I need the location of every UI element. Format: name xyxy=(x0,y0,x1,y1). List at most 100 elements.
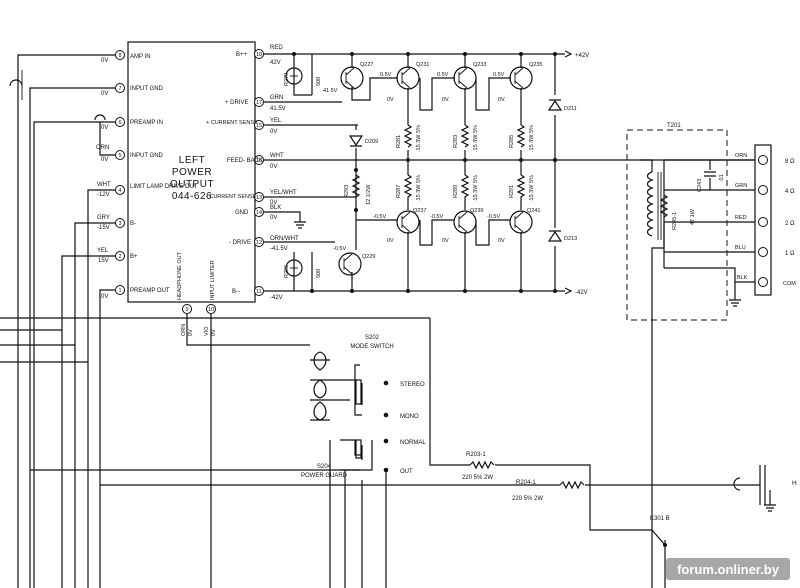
left-wiring xyxy=(0,54,540,588)
r205-1-ref: R205-1 xyxy=(672,212,678,230)
d209-ref: D209 xyxy=(365,139,378,145)
pin-16-number: 16 xyxy=(256,158,262,164)
s202-position-stereo: STEREO xyxy=(400,382,425,388)
resistor-r203-1 xyxy=(469,460,495,470)
relay-contact-icon xyxy=(651,529,666,588)
pin-14-number: 14 xyxy=(256,210,262,216)
r279-pot xyxy=(285,67,303,85)
pin-10-label: INPUT LIMITER xyxy=(210,260,216,300)
transistor-q231 xyxy=(396,66,420,90)
pin-14-volt: 0V xyxy=(270,215,277,221)
resistors xyxy=(285,67,526,277)
pin-10-wire-color: VIO xyxy=(204,326,210,336)
diode-d213-icon xyxy=(547,230,563,242)
node-volt-2: 0V xyxy=(442,97,449,103)
r204-1-ref: R204-1 xyxy=(516,480,536,486)
q239-volt: -0.5V xyxy=(430,214,443,220)
pin-12-wire-color: ORN/WHT xyxy=(270,236,299,242)
pin-9-number: 9 xyxy=(185,307,188,313)
r293-ref: R293 xyxy=(344,185,350,198)
headphone-jack-icon xyxy=(733,477,741,491)
pin-13-number: 13 xyxy=(256,195,262,201)
pos-rail-arrow-icon xyxy=(564,50,573,58)
pin-10-volt: 0V xyxy=(211,329,217,336)
pin-18-volt: 42V xyxy=(270,60,281,66)
resistor-r289 xyxy=(460,174,470,200)
r293-value: 12 1/2W xyxy=(366,184,372,205)
r285-ref: R285 xyxy=(509,135,515,148)
resistor-r283 xyxy=(460,124,470,148)
r279-ref: R279 xyxy=(284,73,290,86)
resistor-r285 xyxy=(516,124,526,148)
pin-10-number: 10 xyxy=(208,307,214,313)
q227-ref: Q227 xyxy=(360,62,373,68)
r281-ref: R281 xyxy=(396,135,402,148)
tap-wire-orn: ORN xyxy=(735,153,747,159)
pin-12-label: - DRIVE xyxy=(229,240,251,246)
watermark-badge xyxy=(666,558,790,580)
pin-16-wire-color: WHT xyxy=(270,153,284,159)
pin-3-label: B- xyxy=(130,221,136,227)
r289-ref: R289 xyxy=(453,185,459,198)
pin-17-wire-color: GRN xyxy=(270,95,283,101)
pin-13-wire-color: YEL/WHT xyxy=(270,190,297,196)
tap-ohms-4: 4 Ω xyxy=(785,189,795,195)
pin-12-volt: -41.5V xyxy=(270,246,288,252)
transformer-windings xyxy=(640,144,772,588)
pin-9-volt: 0V xyxy=(188,329,194,336)
pin-11-volt: -42V xyxy=(270,295,283,301)
resistor-r293 xyxy=(351,174,361,198)
diode-d211-icon xyxy=(547,99,563,111)
module-title-line-2: POWER xyxy=(172,167,212,178)
transformer-enclosure xyxy=(626,129,728,321)
pin-17-label: + DRIVE xyxy=(225,100,249,106)
cap-c243-ref: C243 xyxy=(697,179,703,192)
pin-17-number: 17 xyxy=(256,100,262,106)
neg-rail-arrow-icon xyxy=(564,287,573,295)
tap-ohms-1: 1 Ω xyxy=(785,251,795,257)
pin-16-label: FEED- BACK xyxy=(227,158,263,164)
pin-2-number: 2 xyxy=(118,254,121,260)
pin-3-number: 3 xyxy=(118,221,121,227)
s202-name: MODE SWITCH xyxy=(350,344,393,350)
transistor-q227 xyxy=(340,66,364,90)
pin-15-number: 15 xyxy=(256,123,262,129)
transistor-q239 xyxy=(453,210,477,234)
watermark-text: forum.onliner.by xyxy=(677,562,780,577)
relay-ref: K301 B xyxy=(650,516,670,522)
pin-15-wire-color: YEL xyxy=(270,118,282,124)
pin-15-label: + CURRENT SENSE xyxy=(206,120,258,126)
r289-value: .15 3W 5% xyxy=(473,175,479,202)
output-stage-wiring xyxy=(264,53,755,292)
left-wire-color-orn: ORN xyxy=(96,145,109,151)
r281-value: .15 3W 5% xyxy=(416,125,422,152)
transformer-ref: T201 xyxy=(667,123,681,129)
pin-6-number: 6 xyxy=(118,120,121,126)
resistor-r281 xyxy=(403,124,413,148)
r279-value: 500 xyxy=(316,77,322,86)
diodes xyxy=(348,99,563,242)
tap-ohms-2: 2 Ω xyxy=(785,221,795,227)
diode-d209-icon xyxy=(348,135,364,147)
pin-5-volt: 0V xyxy=(101,157,108,163)
output-transistors xyxy=(338,66,533,276)
s204-name: POWER GUARD xyxy=(301,473,348,479)
r283-value: .15 3W 5% xyxy=(473,125,479,152)
q239-ref: Q239 xyxy=(470,208,483,214)
r295-value: 500 xyxy=(316,269,322,278)
pin-5-number: 5 xyxy=(118,153,121,159)
q229-volt: -0.5V xyxy=(333,246,346,252)
q237-volt: -0.5V xyxy=(373,214,386,220)
pin-15-volt: 0V xyxy=(270,129,277,135)
q235-volt: 0.5V xyxy=(493,72,505,78)
r295-pot xyxy=(285,259,303,277)
pin-6-label: PREAMP IN xyxy=(130,120,163,126)
pin-7-label: INPUT GND xyxy=(130,86,164,92)
r203-1-ref: R203-1 xyxy=(466,452,486,458)
pin-14-label: GND xyxy=(235,210,249,216)
r291-value: .15 3W 5% xyxy=(529,175,535,202)
r204-1-value: 220 5% 2W xyxy=(512,496,543,502)
q241-ref: Q241 xyxy=(527,208,540,214)
module-left-pins: 8 AMP IN 0V 7 INPUT GND 0V 6 PREAMP IN 0… xyxy=(97,50,198,300)
pin-4-volt: -12V xyxy=(97,192,110,198)
